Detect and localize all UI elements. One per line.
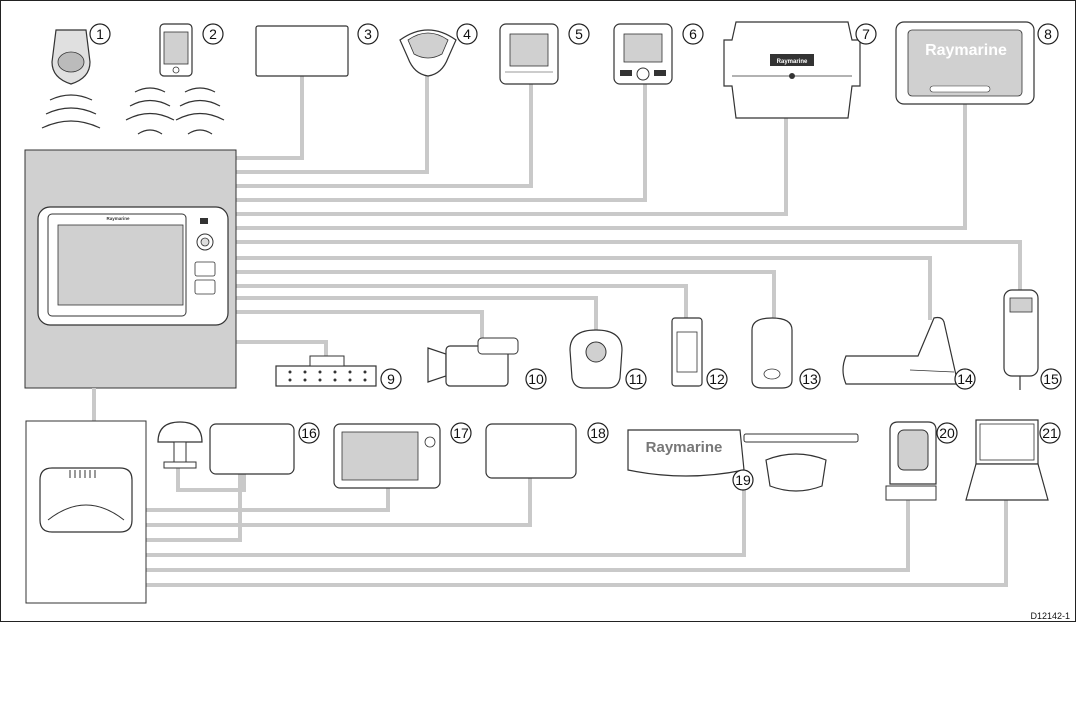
multifunction-instrument-device [500, 24, 558, 84]
sonar-module-brand: Raymarine [925, 42, 1007, 59]
cable-6 [236, 104, 965, 228]
callout-label-4: 4 [463, 26, 471, 42]
cable-20 [146, 500, 1006, 585]
callout-label-8: 8 [1044, 26, 1052, 42]
callout-label-5: 5 [575, 26, 583, 42]
transducer-device [843, 318, 958, 385]
terminal-block-device [276, 356, 376, 386]
main-display-brand: Raymarine [106, 216, 130, 221]
document-id: D12142-1 [1030, 611, 1070, 621]
transceiver-unit-device: Raymarine [724, 22, 860, 118]
cable-1 [236, 76, 302, 158]
callout-label-15: 15 [1043, 371, 1059, 387]
main-display-panel: Raymarine [25, 150, 236, 388]
callout-label-2: 2 [209, 26, 217, 42]
callout-label-19: 19 [735, 472, 751, 488]
secondary-unit-panel [26, 388, 146, 603]
callout-label-13: 13 [802, 371, 818, 387]
radar-brand: Raymarine [646, 439, 723, 456]
cables [146, 76, 1020, 585]
laptop-device [966, 420, 1048, 500]
cable-7 [236, 242, 1020, 290]
video-camera-device [428, 338, 518, 386]
network-interface-device [752, 318, 792, 388]
callout-label-17: 17 [453, 425, 469, 441]
callout-label-9: 9 [387, 371, 395, 387]
callout-label-20: 20 [939, 425, 955, 441]
cable-18 [146, 486, 744, 555]
cable-16 [146, 474, 240, 540]
callout-label-12: 12 [709, 371, 725, 387]
cable-4 [236, 84, 645, 200]
callout-label-7: 7 [862, 26, 870, 42]
gps-antenna-and-module-device [158, 422, 294, 474]
sonar-module-device: Raymarine [896, 22, 1034, 104]
callout-label-14: 14 [957, 371, 973, 387]
callout-label-16: 16 [301, 425, 317, 441]
gps-sensor-device [400, 30, 456, 76]
callout-label-18: 18 [590, 425, 606, 441]
secondary-display-device [334, 424, 440, 488]
callout-label-3: 3 [364, 26, 372, 42]
instrument-display-device [256, 26, 348, 76]
wireless-hub-device [570, 330, 622, 388]
vhf-handset-device [1004, 290, 1038, 390]
callout-label-10: 10 [528, 371, 544, 387]
callout-label-11: 11 [629, 371, 644, 387]
transceiver-brand: Raymarine [777, 59, 808, 65]
autopilot-control-device [614, 24, 672, 84]
cable-13 [236, 342, 326, 356]
cable-12 [236, 312, 482, 338]
thermal-camera-device [886, 422, 936, 500]
callout-label-6: 6 [689, 26, 697, 42]
callout-label-21: 21 [1042, 425, 1058, 441]
sensor-device [672, 318, 702, 386]
network-module-device [486, 424, 576, 478]
callout-label-1: 1 [96, 26, 104, 42]
connection-diagram: Raymarine [0, 0, 1076, 622]
wireless-remote-device [42, 30, 100, 128]
